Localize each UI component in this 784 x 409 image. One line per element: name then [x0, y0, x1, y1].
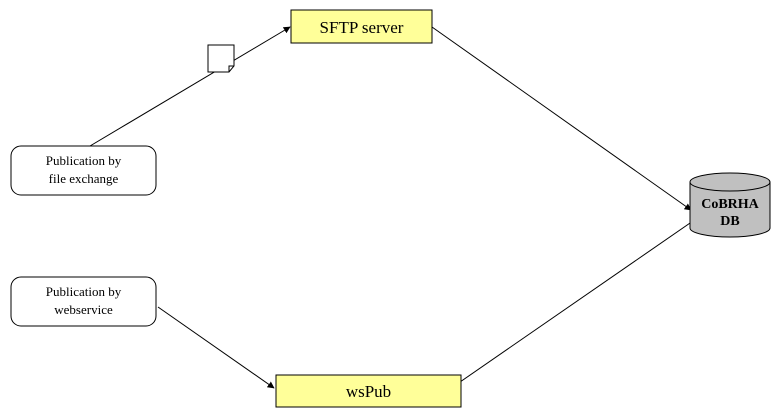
- cobrha-label-line-2: DB: [720, 214, 739, 229]
- publication-file-exchange-line-1: Publication by: [46, 153, 122, 168]
- database-cylinder-top: [689, 172, 771, 192]
- publication-webservice-node: Publication by webservice: [10, 276, 157, 327]
- database-cylinder-icon: [689, 182, 771, 238]
- publication-file-exchange-node: Publication by file exchange: [10, 145, 157, 196]
- edge-sftp-to-cobrha: [431, 26, 692, 211]
- document-icon: [207, 44, 235, 73]
- publication-webservice-line-2: webservice: [54, 302, 113, 317]
- sftp-server-label: SFTP server: [320, 18, 404, 37]
- edge-file-exchange-to-sftp: [89, 26, 291, 147]
- wspub-node: wsPub: [275, 374, 462, 408]
- edge-webservice-to-wspub: [157, 306, 275, 389]
- cobrha-label-line-1: CoBRHA: [701, 197, 759, 212]
- publication-webservice-line-1: Publication by: [46, 284, 122, 299]
- edge-wspub-to-cobrha: [459, 211, 707, 383]
- sftp-server-node: SFTP server: [290, 9, 433, 44]
- document-fold: [228, 65, 234, 72]
- publication-file-exchange-line-2: file exchange: [49, 171, 119, 186]
- wspub-label: wsPub: [346, 382, 391, 401]
- cobrha-database-node: CoBRHA DB: [689, 172, 771, 238]
